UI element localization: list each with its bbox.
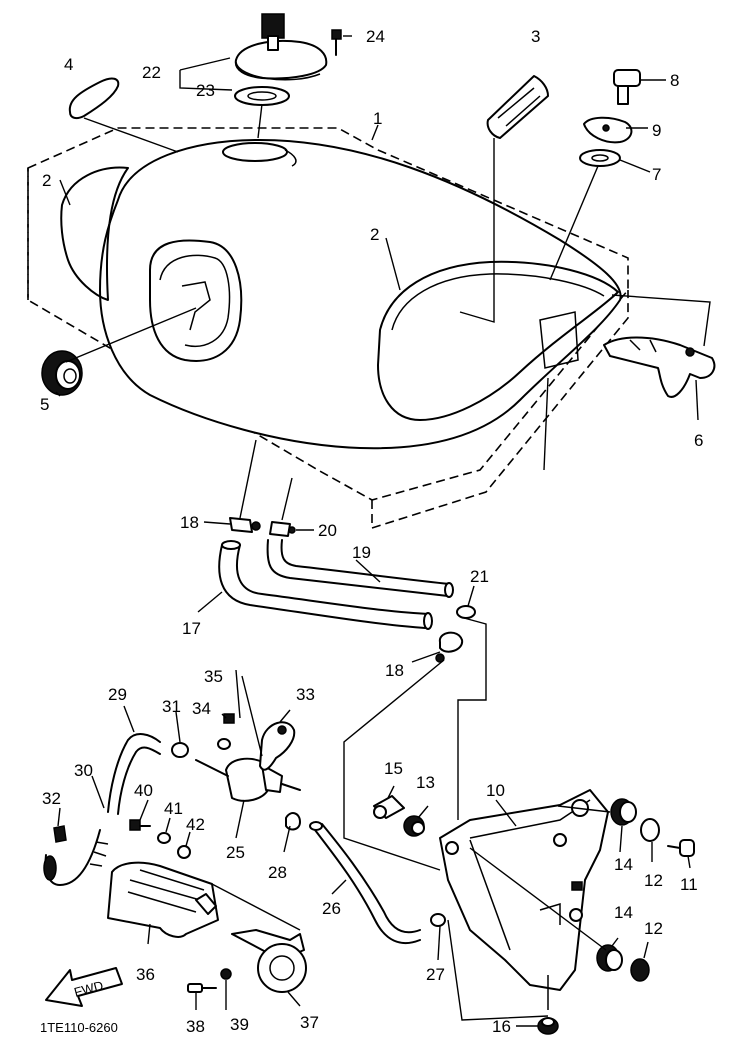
label-29: 29 — [108, 685, 127, 704]
clip-32 — [43, 825, 67, 881]
label-9: 9 — [652, 121, 661, 140]
label-30: 30 — [74, 761, 93, 780]
label-13: 13 — [416, 773, 435, 792]
grommet-14-bottom — [596, 944, 623, 972]
label-34: 34 — [192, 699, 211, 718]
label-8: 8 — [670, 71, 679, 90]
hose-17 — [218, 540, 433, 630]
label-20: 20 — [318, 521, 337, 540]
label-2-right: 2 — [370, 225, 379, 244]
grommet-5 — [41, 350, 83, 396]
part-code: 1TE110-6260 — [40, 1020, 118, 1035]
bolt-11 — [667, 839, 695, 857]
label-18-bottom: 18 — [385, 661, 404, 680]
hose-clamps — [229, 517, 476, 663]
label-3: 3 — [531, 27, 540, 46]
label-32: 32 — [42, 789, 61, 808]
label-14-bottom: 14 — [614, 903, 633, 922]
label-31: 31 — [162, 697, 181, 716]
clamp-27 — [430, 913, 446, 927]
label-12-top: 12 — [644, 871, 663, 890]
hose-29 — [107, 733, 161, 815]
hose-26 — [309, 821, 421, 945]
label-22: 22 — [142, 63, 161, 82]
washer-12-top — [640, 818, 660, 842]
screw-24 — [331, 29, 342, 56]
bracket-33 — [259, 721, 296, 771]
label-40: 40 — [134, 781, 153, 800]
clip-28 — [285, 812, 301, 831]
label-26: 26 — [322, 899, 341, 918]
label-15: 15 — [384, 759, 403, 778]
plate-9 — [583, 116, 633, 144]
washer-7 — [579, 149, 621, 167]
label-12-bottom: 12 — [644, 919, 663, 938]
label-28: 28 — [268, 863, 287, 882]
washer-41 — [157, 832, 171, 844]
fwd-label: FWD — [72, 978, 104, 1000]
washer-12-bottom — [630, 958, 650, 982]
hose-19 — [266, 539, 454, 598]
tank-assembly-outline — [27, 127, 629, 530]
cover-36 — [107, 861, 219, 938]
label-36: 36 — [136, 965, 155, 984]
fuel-cock-25 — [195, 757, 301, 802]
washer-39 — [220, 968, 232, 980]
bracket-6 — [603, 336, 716, 398]
callout-labels: 1 2 2 3 4 5 6 7 8 9 10 11 12 12 13 14 14… — [40, 27, 703, 1036]
bolt-40 — [129, 819, 151, 831]
label-41: 41 — [164, 799, 183, 818]
bolt-34-35 — [217, 713, 235, 750]
label-7: 7 — [652, 165, 661, 184]
bolt-38 — [187, 983, 217, 993]
bracket-37 — [231, 929, 307, 993]
label-11: 11 — [680, 875, 698, 894]
nut-16 — [537, 975, 559, 1035]
label-24: 24 — [366, 27, 385, 46]
label-17: 17 — [182, 619, 201, 638]
forward-arrow: FWD — [45, 967, 123, 1007]
label-42: 42 — [186, 815, 205, 834]
label-21: 21 — [470, 567, 489, 586]
label-35: 35 — [204, 667, 223, 686]
side-cover-10 — [439, 789, 609, 991]
strap-4 — [68, 77, 120, 120]
tank-seal-left — [60, 166, 129, 301]
label-39: 39 — [230, 1015, 249, 1034]
clamp-31 — [171, 742, 189, 758]
emblem-3 — [486, 75, 549, 139]
label-6: 6 — [694, 431, 703, 450]
grommet-14-top — [610, 798, 637, 826]
filler-cap-assembly — [234, 13, 328, 106]
fuel-tank — [99, 139, 622, 450]
label-16: 16 — [492, 1017, 511, 1036]
label-5: 5 — [40, 395, 49, 414]
label-4: 4 — [64, 55, 73, 74]
label-37: 37 — [300, 1013, 319, 1032]
label-10: 10 — [486, 781, 505, 800]
label-1: 1 — [373, 109, 382, 128]
grommet-13 — [403, 815, 425, 837]
collar-15 — [373, 795, 405, 819]
nut-42 — [177, 845, 191, 859]
label-18-top: 18 — [180, 513, 199, 532]
label-14-top: 14 — [614, 855, 633, 874]
label-2-left: 2 — [42, 171, 51, 190]
label-33: 33 — [296, 685, 315, 704]
label-27: 27 — [426, 965, 445, 984]
leader-lines — [55, 35, 711, 1027]
label-19: 19 — [352, 543, 371, 562]
bolt-8 — [613, 69, 641, 105]
label-23: 23 — [196, 81, 215, 100]
label-38: 38 — [186, 1017, 205, 1036]
label-25: 25 — [226, 843, 245, 862]
